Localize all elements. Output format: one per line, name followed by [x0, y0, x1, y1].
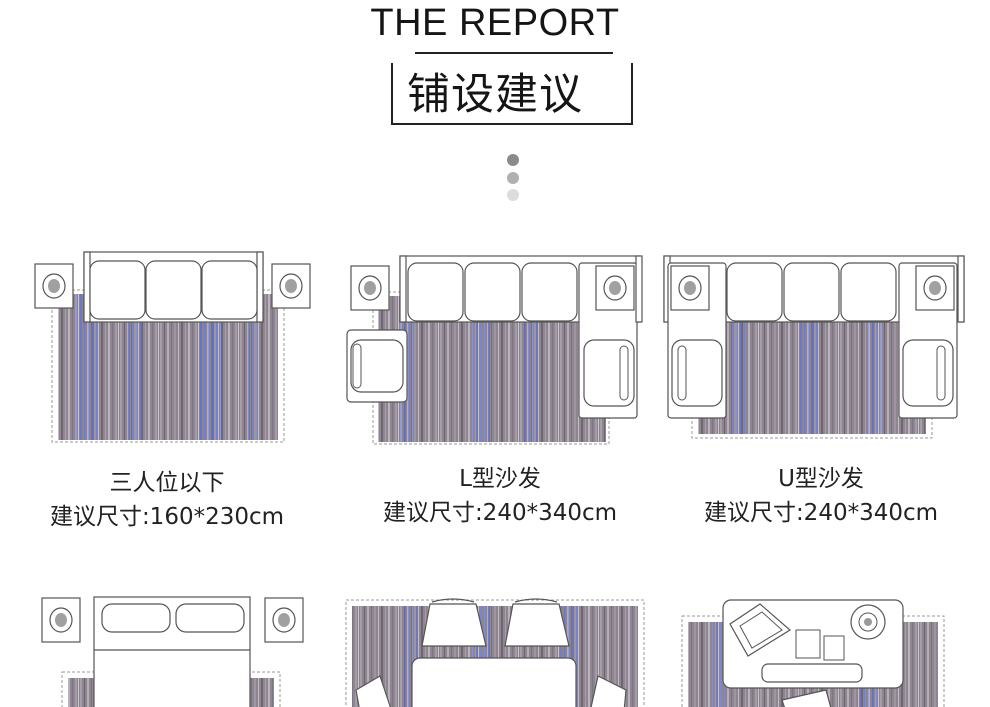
caption-l-sofa-size: 建议尺寸:240*340cm [382, 500, 618, 526]
caption-three-seat: 三人位以下 建议尺寸:160*230cm [2, 466, 332, 534]
caption-u-sofa-name: U型沙发 [778, 466, 864, 492]
caption-three-seat-name: 三人位以下 [109, 470, 225, 496]
section-title-en: THE REPORT [370, 2, 620, 44]
caption-three-seat-size: 建议尺寸:160*230cm [49, 504, 285, 530]
caption-l-sofa-name: L型沙发 [459, 466, 541, 492]
progress-dot-3 [507, 189, 519, 201]
title-divider [415, 52, 613, 54]
caption-l-sofa: L型沙发 建议尺寸:240*340cm [335, 462, 665, 530]
caption-u-sofa-size: 建议尺寸:240*340cm [703, 500, 939, 526]
caption-u-sofa: U型沙发 建议尺寸:240*340cm [656, 462, 986, 530]
layout-study [681, 599, 945, 707]
progress-dot-2 [507, 172, 519, 184]
layout-l-sofa [346, 255, 643, 445]
layout-bed [41, 596, 304, 707]
layout-dining [345, 598, 645, 707]
section-title-cn: 铺设建议 [407, 70, 583, 120]
layout-three-seat [34, 251, 311, 443]
title-frame [391, 63, 633, 125]
progress-dot-1 [507, 154, 519, 166]
layout-u-sofa [663, 255, 965, 439]
